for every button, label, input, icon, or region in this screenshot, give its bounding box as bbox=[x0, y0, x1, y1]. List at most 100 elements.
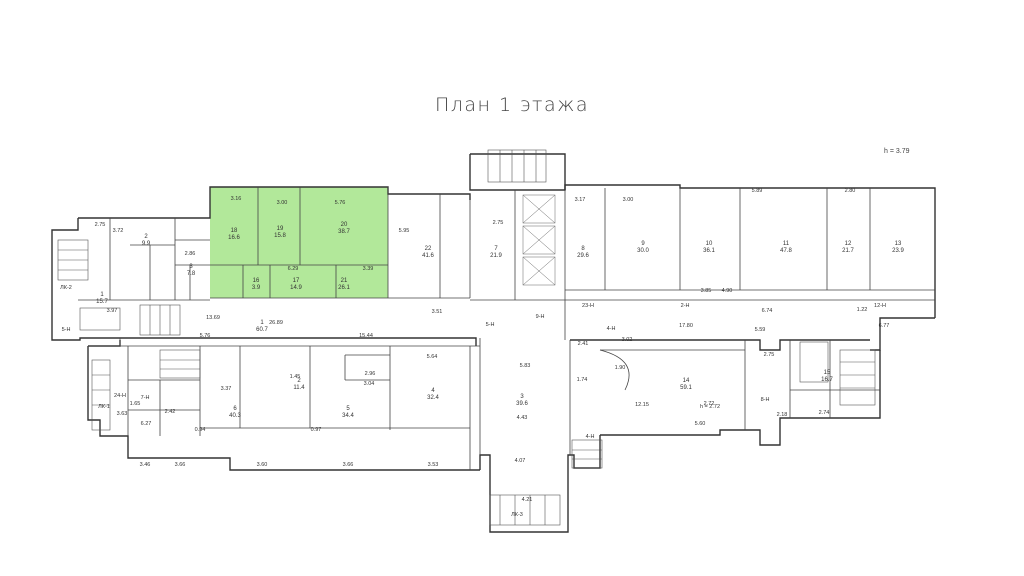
zone-label: ЛК-2 bbox=[60, 285, 72, 291]
elevator-icon bbox=[522, 194, 556, 286]
dimension-label: 2.41 bbox=[578, 341, 589, 347]
dimension-label: 6.74 bbox=[762, 308, 773, 314]
room-number: 11 bbox=[783, 241, 790, 247]
room-area: 29.6 bbox=[577, 253, 589, 259]
dimension-label: 6.29 bbox=[288, 266, 299, 272]
room-number: 3 bbox=[189, 264, 193, 270]
zone-label: 9-Н bbox=[536, 314, 545, 320]
room-area: 15.7 bbox=[96, 299, 108, 305]
room-area: 21.9 bbox=[490, 253, 502, 259]
zone-label: 24-Н bbox=[114, 393, 126, 399]
room-number: 9 bbox=[641, 241, 645, 247]
dimension-label: 2.18 bbox=[777, 412, 788, 418]
dimension-label: 3.46 bbox=[140, 462, 151, 468]
room-area: 16.7 bbox=[821, 377, 833, 383]
room-number: 19 bbox=[277, 226, 284, 232]
room-number: 13 bbox=[895, 241, 902, 247]
room-number: 10 bbox=[706, 241, 713, 247]
room-area: 60.7 bbox=[256, 327, 268, 333]
room-area: 7.8 bbox=[187, 271, 196, 277]
room-number: 1 bbox=[100, 292, 104, 298]
zone-label: 12-Н bbox=[874, 303, 886, 309]
room-area: 21.7 bbox=[842, 248, 854, 254]
room-number: 20 bbox=[341, 222, 348, 228]
interior-walls bbox=[78, 187, 935, 470]
dimension-label: 1.45 bbox=[290, 374, 301, 380]
dimension-label: 3.51 bbox=[432, 309, 443, 315]
room-number: 16 bbox=[253, 278, 260, 284]
dimension-label: 6.77 bbox=[879, 323, 890, 329]
zone-label: 4-Н bbox=[586, 434, 595, 440]
stairs bbox=[57, 149, 876, 526]
dimension-label: 3.04 bbox=[364, 381, 375, 387]
room-number: 5 bbox=[346, 406, 350, 412]
dimension-label: 1.22 bbox=[857, 307, 868, 313]
dimension-label: 3.66 bbox=[343, 462, 354, 468]
dimension-label: 2.75 bbox=[493, 220, 504, 226]
room-number: 22 bbox=[425, 246, 432, 252]
room-number: 17 bbox=[293, 278, 300, 284]
dimension-label: 5.95 bbox=[399, 228, 410, 234]
dimension-label: 13.69 bbox=[206, 315, 220, 321]
room-area: 32.4 bbox=[427, 395, 439, 401]
dimension-label: 3.16 bbox=[231, 196, 242, 202]
room-number: 1 bbox=[260, 320, 264, 326]
dimension-label: 17.80 bbox=[679, 323, 693, 329]
dimension-label: 5.83 bbox=[520, 363, 531, 369]
room-number: 14 bbox=[683, 378, 690, 384]
dimension-label: 3.17 bbox=[575, 197, 586, 203]
highlighted-rooms[interactable] bbox=[210, 187, 388, 298]
zone-label: h = 2.72 bbox=[700, 404, 720, 410]
room-area: 3.9 bbox=[252, 285, 261, 291]
zone-label: 23-Н bbox=[582, 303, 594, 309]
room-area: 40.3 bbox=[229, 413, 241, 419]
dimension-label: 3.02 bbox=[622, 337, 633, 343]
zone-label: ЛК-1 bbox=[98, 404, 110, 410]
room-number: 7 bbox=[494, 246, 498, 252]
dimension-label: 0.94 bbox=[195, 427, 206, 433]
room-number: 6 bbox=[233, 406, 237, 412]
room-area: 41.6 bbox=[422, 253, 434, 259]
room-area: 9.9 bbox=[142, 241, 151, 247]
zone-label: 4-Н bbox=[607, 326, 616, 332]
room-number: 2 bbox=[297, 378, 301, 384]
dimension-label: 4.07 bbox=[515, 458, 526, 464]
curved-wall bbox=[599, 349, 630, 391]
dimension-label: 1.90 bbox=[615, 365, 626, 371]
room-number: 18 bbox=[231, 228, 238, 234]
zone-label: 5-Н bbox=[486, 322, 495, 328]
dimension-label: 1.65 bbox=[130, 401, 141, 407]
dimension-label: 0.97 bbox=[311, 427, 322, 433]
dimension-label: 12.15 bbox=[635, 402, 649, 408]
dimension-label: 2.75 bbox=[95, 222, 106, 228]
dimension-label: 3.85 bbox=[701, 288, 712, 294]
room-area: 15.8 bbox=[274, 233, 286, 239]
room-number: 21 bbox=[341, 278, 348, 284]
dimension-label: 3.63 bbox=[117, 411, 128, 417]
dimension-label: 4.90 bbox=[722, 288, 733, 294]
dimension-label: 2.42 bbox=[165, 409, 176, 415]
dimension-label: 3.60 bbox=[257, 462, 268, 468]
height-note: h = 3.79 bbox=[884, 148, 910, 155]
room-area: 59.1 bbox=[680, 385, 692, 391]
dimension-label: 2.86 bbox=[185, 251, 196, 257]
outer-walls bbox=[51, 153, 936, 533]
dimension-label: 3.00 bbox=[623, 197, 634, 203]
dimension-label: 3.37 bbox=[221, 386, 232, 392]
dimension-label: 5.60 bbox=[695, 421, 706, 427]
dimension-label: 6.27 bbox=[141, 421, 152, 427]
dimension-label: 1.74 bbox=[577, 377, 588, 383]
room-area: 16.6 bbox=[228, 235, 240, 241]
room-area: 23.9 bbox=[892, 248, 904, 254]
room-area: 34.4 bbox=[342, 413, 354, 419]
dimension-label: 3.97 bbox=[107, 308, 118, 314]
room-number: 3 bbox=[520, 394, 524, 400]
highlighted-area[interactable] bbox=[210, 187, 388, 298]
dimension-label: 2.75 bbox=[764, 352, 775, 358]
room-area: 38.7 bbox=[338, 229, 350, 235]
dimension-label: 2.72 bbox=[704, 401, 715, 407]
zone-label: 8-Н bbox=[761, 397, 770, 403]
